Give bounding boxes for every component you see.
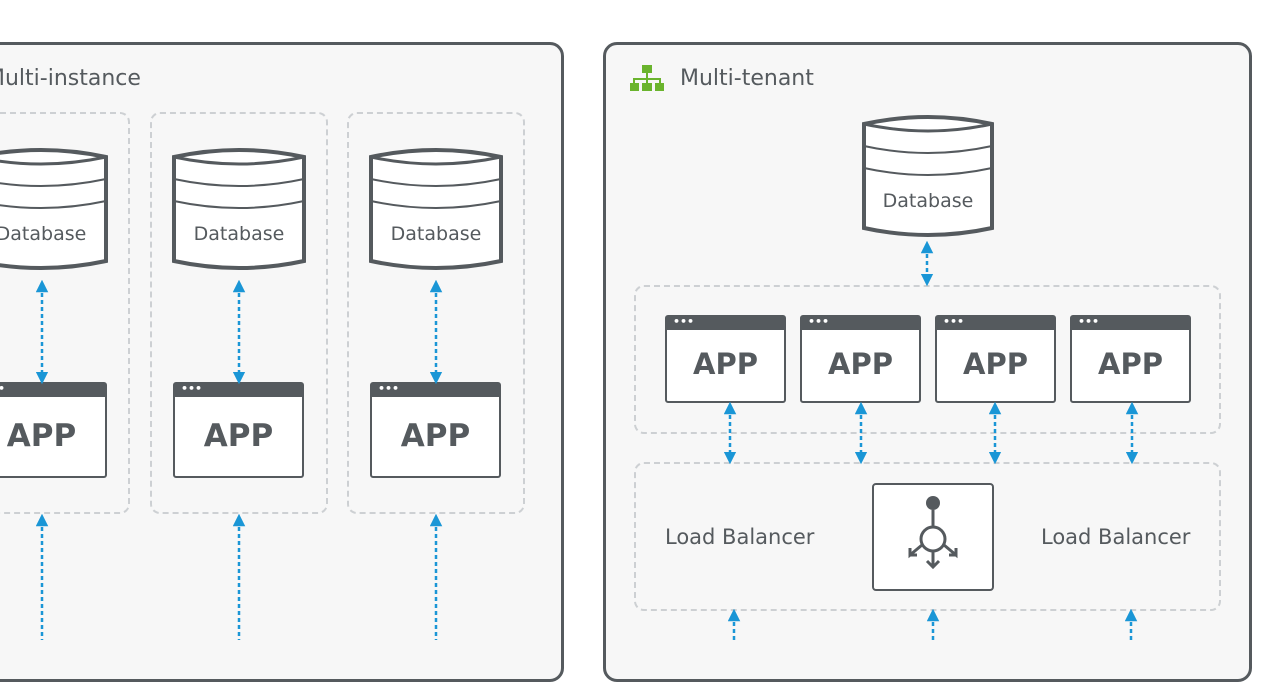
load-balancer-box <box>872 483 994 591</box>
app-titlebar: ••• <box>802 315 919 330</box>
load-balancer-label-left: Load Balancer <box>665 525 815 549</box>
database-label: Database <box>0 223 87 245</box>
app-window: ••• APP <box>935 315 1056 403</box>
app-titlebar: ••• <box>667 315 784 330</box>
database-label: Database <box>193 223 285 245</box>
database-cylinder: Database <box>171 143 307 275</box>
window-dots-icon: ••• <box>0 383 5 394</box>
app-titlebar: ••• <box>175 382 302 397</box>
app-titlebar: ••• <box>0 383 105 397</box>
multi-instance-panel <box>0 42 564 682</box>
app-label: APP <box>6 418 77 454</box>
app-window: ••• APP <box>1070 315 1191 403</box>
app-titlebar: ••• <box>372 382 499 397</box>
window-dots-icon: ••• <box>181 382 203 395</box>
app-label: APP <box>828 347 893 381</box>
app-label: APP <box>963 347 1028 381</box>
app-window: ••• APP <box>665 315 786 403</box>
app-label: APP <box>203 418 274 454</box>
network-hierarchy-icon <box>630 65 664 91</box>
instance-column <box>150 112 328 514</box>
instance-column <box>0 112 130 514</box>
app-window: ••• APP <box>0 382 107 478</box>
window-dots-icon: ••• <box>808 315 830 328</box>
app-window: ••• APP <box>800 315 921 403</box>
app-window: ••• APP <box>370 382 501 478</box>
app-label: APP <box>400 418 471 454</box>
database-label: Database <box>390 223 482 245</box>
window-dots-icon: ••• <box>673 315 695 328</box>
load-balancer-label-right: Load Balancer <box>1041 525 1191 549</box>
window-dots-icon: ••• <box>943 315 965 328</box>
multi-tenant-title: Multi-tenant <box>680 66 814 91</box>
app-label: APP <box>693 347 758 381</box>
database-cylinder: Database <box>861 110 995 242</box>
app-titlebar: ••• <box>937 315 1054 330</box>
database-cylinder: Database <box>0 143 109 275</box>
database-cylinder: Database <box>368 143 504 275</box>
window-dots-icon: ••• <box>1078 315 1100 328</box>
database-label: Database <box>882 190 974 212</box>
multi-instance-title: Multi-instance <box>0 66 141 91</box>
window-dots-icon: ••• <box>378 382 400 395</box>
app-label: APP <box>1098 347 1163 381</box>
app-window: ••• APP <box>173 382 304 478</box>
app-titlebar: ••• <box>1072 315 1189 330</box>
instance-column <box>347 112 525 514</box>
load-balancer-icon <box>908 496 958 570</box>
